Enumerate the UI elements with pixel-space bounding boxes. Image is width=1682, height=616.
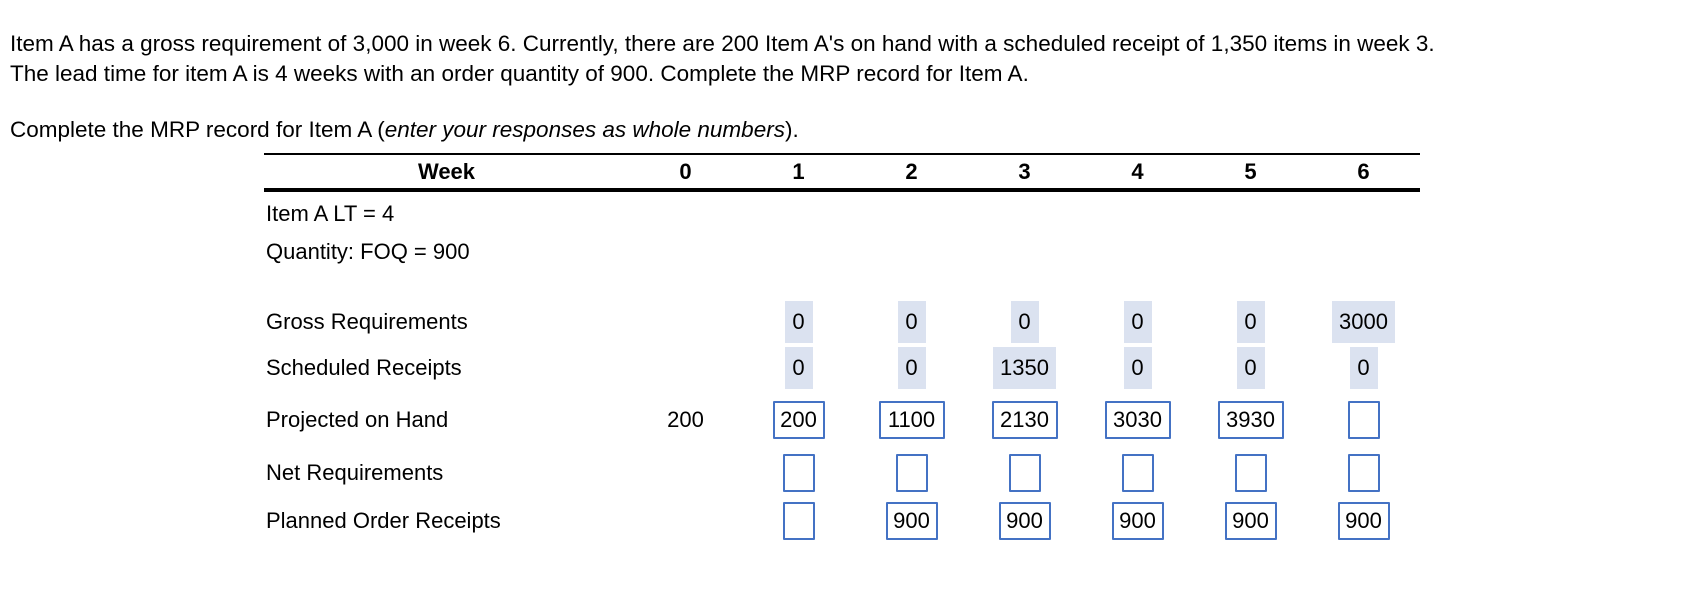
projected-on-hand-label: Projected on Hand (266, 407, 449, 432)
por-week6-cell (1307, 502, 1420, 540)
por-week3-input[interactable] (998, 502, 1051, 540)
poh-week1-input[interactable] (772, 401, 825, 439)
por-week6-input[interactable] (1337, 502, 1390, 540)
week-column-1: 1 (792, 158, 805, 184)
gr-week2-cell: 0 (855, 301, 968, 343)
row-planned-order-receipts: Planned Order Receipts (264, 497, 1420, 545)
poh-week5-input[interactable] (1217, 401, 1284, 439)
sr-week5-value: 0 (1236, 347, 1265, 389)
poh-week3-input[interactable] (991, 401, 1058, 439)
week-column-2: 2 (905, 158, 918, 184)
sr-week4-value: 0 (1123, 347, 1152, 389)
nr-week1-cell (742, 454, 855, 492)
nr-week6-input[interactable] (1347, 454, 1380, 492)
spacer-row (264, 268, 1420, 299)
mrp-table: Week 0 1 2 3 4 5 6 Item A LT = 4 Quantit… (264, 153, 1420, 545)
por-week3-cell (968, 502, 1081, 540)
poh-week0-value: 200 (667, 407, 704, 432)
gr-week5-cell: 0 (1194, 301, 1307, 343)
gr-week6-cell: 3000 (1307, 301, 1420, 343)
item-info-row-lt: Item A LT = 4 (264, 192, 1420, 236)
row-gross-requirements: Gross Requirements 0 0 0 0 0 3000 (264, 299, 1420, 345)
por-week1-input[interactable] (782, 502, 815, 540)
sr-week2-cell: 0 (855, 347, 968, 389)
gr-week3-cell: 0 (968, 301, 1081, 343)
instruction-italic: enter your responses as whole numbers (384, 116, 785, 142)
item-lt-text: Item A LT = 4 (266, 201, 395, 226)
por-week5-cell (1194, 502, 1307, 540)
instruction-prefix: Complete the MRP record for Item A ( (10, 116, 385, 142)
por-week5-input[interactable] (1224, 502, 1277, 540)
item-qty-text: Quantity: FOQ = 900 (266, 239, 470, 264)
scheduled-receipts-label: Scheduled Receipts (266, 355, 462, 380)
week-column-3: 3 (1018, 158, 1031, 184)
gr-week2-value: 0 (897, 301, 926, 343)
problem-line-2: The lead time for item A is 4 weeks with… (10, 60, 1029, 86)
sr-week1-value: 0 (784, 347, 813, 389)
poh-week6-cell (1307, 401, 1420, 439)
instruction: Complete the MRP record for Item A (ente… (10, 115, 799, 145)
por-week2-cell (855, 502, 968, 540)
nr-week4-input[interactable] (1121, 454, 1154, 492)
nr-week2-input[interactable] (895, 454, 928, 492)
sr-week4-cell: 0 (1081, 347, 1194, 389)
por-week1-cell (742, 502, 855, 540)
nr-week1-input[interactable] (782, 454, 815, 492)
nr-week2-cell (855, 454, 968, 492)
poh-week3-cell (968, 401, 1081, 439)
week-column-0: 0 (679, 158, 692, 184)
poh-week2-cell (855, 401, 968, 439)
por-week4-input[interactable] (1111, 502, 1164, 540)
week-column-5: 5 (1244, 158, 1257, 184)
gross-requirements-label: Gross Requirements (266, 309, 468, 334)
week-header-label: Week (417, 158, 476, 184)
gr-week5-value: 0 (1236, 301, 1265, 343)
row-projected-on-hand: Projected on Hand 200 (264, 391, 1420, 449)
week-column-6: 6 (1357, 158, 1370, 184)
nr-week3-input[interactable] (1008, 454, 1041, 492)
nr-week4-cell (1081, 454, 1194, 492)
sr-week6-cell: 0 (1307, 347, 1420, 389)
problem-statement: Item A has a gross requirement of 3,000 … (10, 29, 1680, 89)
gr-week1-value: 0 (784, 301, 813, 343)
sr-week3-value: 1350 (993, 347, 1056, 389)
nr-week6-cell (1307, 454, 1420, 492)
gr-week6-value: 3000 (1332, 301, 1395, 343)
sr-week2-value: 0 (897, 347, 926, 389)
problem-line-1: Item A has a gross requirement of 3,000 … (10, 30, 1435, 56)
nr-week5-input[interactable] (1234, 454, 1267, 492)
row-net-requirements: Net Requirements (264, 449, 1420, 497)
sr-week3-cell: 1350 (968, 347, 1081, 389)
sr-week5-cell: 0 (1194, 347, 1307, 389)
gr-week4-cell: 0 (1081, 301, 1194, 343)
poh-week4-input[interactable] (1104, 401, 1171, 439)
sr-week6-value: 0 (1349, 347, 1378, 389)
poh-week1-cell (742, 401, 855, 439)
nr-week5-cell (1194, 454, 1307, 492)
nr-week3-cell (968, 454, 1081, 492)
table-header-row: Week 0 1 2 3 4 5 6 (264, 153, 1420, 192)
por-week4-cell (1081, 502, 1194, 540)
sr-week1-cell: 0 (742, 347, 855, 389)
instruction-suffix: ). (784, 116, 799, 142)
gr-week4-value: 0 (1123, 301, 1152, 343)
por-week2-input[interactable] (885, 502, 938, 540)
poh-week2-input[interactable] (878, 401, 945, 439)
week-column-4: 4 (1131, 158, 1144, 184)
poh-week6-input[interactable] (1347, 401, 1380, 439)
planned-order-receipts-label: Planned Order Receipts (266, 508, 501, 533)
row-scheduled-receipts: Scheduled Receipts 0 0 1350 0 0 0 (264, 345, 1420, 391)
net-requirements-label: Net Requirements (266, 460, 444, 485)
poh-week4-cell (1081, 401, 1194, 439)
item-info-row-qty: Quantity: FOQ = 900 (264, 236, 1420, 268)
poh-week5-cell (1194, 401, 1307, 439)
gr-week1-cell: 0 (742, 301, 855, 343)
gr-week3-value: 0 (1010, 301, 1039, 343)
